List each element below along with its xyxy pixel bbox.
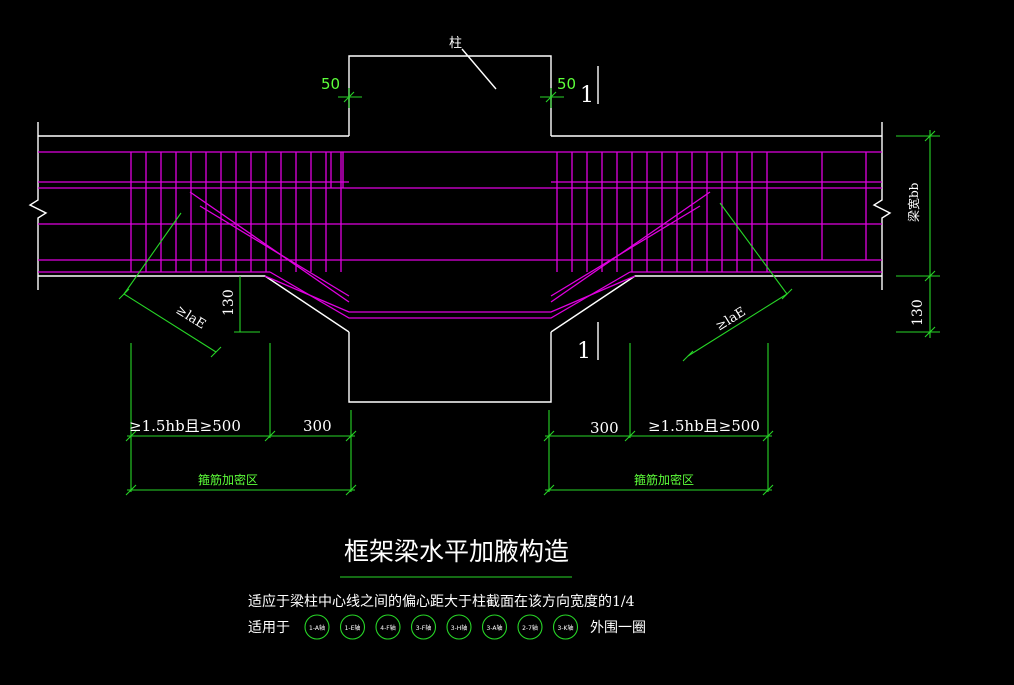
axis-bubble-list: 1-A轴 1-E轴 4-F轴 3-F轴 3-H轴 3-A轴 2-7轴 3-K轴	[304, 614, 579, 640]
axis-bubble-label: 3-A轴	[487, 624, 503, 632]
dim-130-left: 130	[221, 289, 237, 316]
axis-bubble-circle	[304, 614, 330, 640]
note-line-1: 适应于梁柱中心线之间的偏心距大于柱截面在该方向宽度的1/4	[248, 593, 635, 610]
axis-bubble: 2-7轴	[517, 614, 543, 640]
beam-height-label: 梁宽bb	[906, 182, 921, 222]
lae-label-right: ≥laE	[713, 305, 748, 335]
axis-bubble-label: 3-F轴	[416, 624, 431, 632]
axis-bubble-label: 4-F轴	[380, 624, 395, 632]
dimension-lines	[118, 88, 940, 578]
axis-bubble-circle	[552, 614, 579, 640]
axis-bubble: 3-H轴	[446, 614, 472, 640]
dim-50-right: 50	[557, 75, 576, 93]
rebar-lines	[38, 151, 882, 319]
axis-bubble-label: 2-7轴	[522, 624, 538, 632]
length-label-right: ≥1.5hb且≥500	[648, 417, 760, 435]
axis-bubble: 1-A轴	[304, 614, 330, 640]
dim-300-left: 300	[303, 417, 332, 435]
axis-bubble-circle	[517, 614, 543, 640]
note-line-2-suffix: 外围一圈	[590, 620, 646, 636]
axis-bubble-circle	[446, 614, 472, 640]
axis-bubble-circle	[410, 614, 437, 640]
axis-bubble: 1-E轴	[339, 614, 366, 640]
axis-bubble-label: 3-K轴	[558, 624, 574, 632]
axis-bubble-label: 3-H轴	[451, 624, 468, 632]
section-mark-top: 1	[580, 83, 594, 108]
length-label-left: ≥1.5hb且≥500	[129, 417, 241, 435]
axis-bubble: 3-K轴	[552, 614, 579, 640]
axis-bubble: 3-A轴	[481, 614, 508, 640]
section-mark-bottom: 1	[577, 339, 591, 364]
note-line-2-prefix: 适用于	[248, 620, 290, 636]
axis-bubble-circle	[481, 614, 508, 640]
axis-bubble-label: 1-A轴	[309, 624, 325, 632]
stirrups-left	[130, 152, 344, 272]
axis-bubble: 3-F轴	[410, 614, 437, 640]
zone-label-right: 箍筋加密区	[634, 472, 694, 487]
dim-300-right: 300	[590, 419, 619, 437]
column-label: 柱	[449, 36, 462, 51]
stirrups-right	[556, 152, 867, 272]
drawing-text: 柱 50 50 1 1 130 130 梁宽bb ≥laE ≥laE ≥1.5h…	[129, 36, 926, 636]
section-marks	[461, 48, 599, 360]
dim-50-left: 50	[321, 75, 340, 93]
axis-bubble: 4-F轴	[375, 614, 401, 640]
zone-label-left: 箍筋加密区	[198, 472, 258, 487]
axis-bubble-circle	[375, 614, 401, 640]
axis-bubble-circle	[339, 614, 366, 640]
concrete-outline	[28, 55, 892, 403]
axis-bubble-label: 1-E轴	[345, 624, 361, 632]
drawing-title: 框架梁水平加腋构造	[344, 537, 569, 566]
dim-130-right: 130	[910, 299, 926, 326]
